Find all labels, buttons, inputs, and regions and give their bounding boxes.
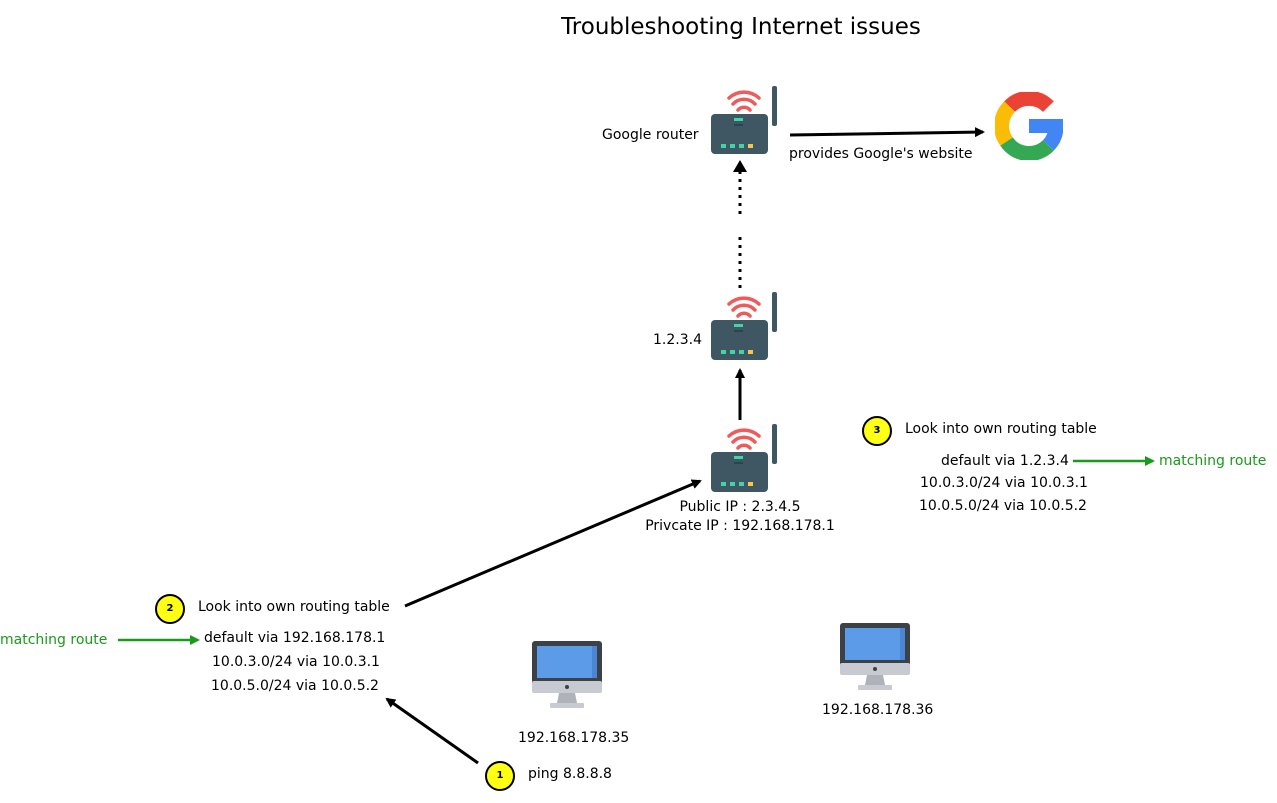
google-router-label: Google router	[602, 127, 699, 143]
isp-router-label: 1.2.3.4	[653, 332, 702, 348]
wifi-router-icon	[711, 424, 777, 492]
desktop-computer-icon	[532, 641, 602, 708]
google-logo-icon	[995, 92, 1063, 160]
arrow-ping-to-table	[385, 697, 479, 765]
step-2-route-2: 10.0.3.0/24 via 10.0.3.1	[212, 654, 380, 670]
step-3-route-default: default via 1.2.3.4	[941, 453, 1069, 469]
step-2-route-3: 10.0.5.0/24 via 10.0.5.2	[211, 678, 379, 694]
step-3-route-3: 10.0.5.0/24 via 10.0.5.2	[919, 498, 1087, 514]
step-3-badge: 3	[862, 416, 892, 446]
computer-2-ip: 192.168.178.36	[822, 702, 934, 718]
step-3-text: Look into own routing table	[905, 421, 1097, 437]
step-2-match-label: matching route	[0, 632, 108, 648]
wifi-router-icon	[711, 292, 777, 360]
desktop-computer-icon	[840, 623, 910, 690]
home-router-public-ip: Public IP : 2.3.4.5	[679, 499, 801, 515]
step-2-text: Look into own routing table	[198, 599, 390, 615]
step-2-badge: 2	[155, 594, 185, 624]
step-1-badge: 1	[485, 761, 515, 791]
arrow-table-to-home-router	[404, 479, 702, 608]
page-title: Troubleshooting Internet issues	[561, 14, 921, 40]
wifi-router-icon	[711, 86, 777, 154]
arrowhead-dotted-top	[733, 160, 747, 172]
step-2-route-default: default via 192.168.178.1	[204, 630, 386, 646]
step-3-route-2: 10.0.3.0/24 via 10.0.3.1	[920, 475, 1088, 491]
computer-1-ip: 192.168.178.35	[518, 730, 630, 746]
step-3-match-label: matching route	[1159, 453, 1267, 469]
home-router-private-ip: Privcate IP : 192.168.178.1	[645, 518, 835, 534]
step-1-text: ping 8.8.8.8	[528, 766, 612, 782]
arrow-google-router-to-google	[789, 127, 985, 138]
google-link-label: provides Google's website	[789, 146, 973, 162]
